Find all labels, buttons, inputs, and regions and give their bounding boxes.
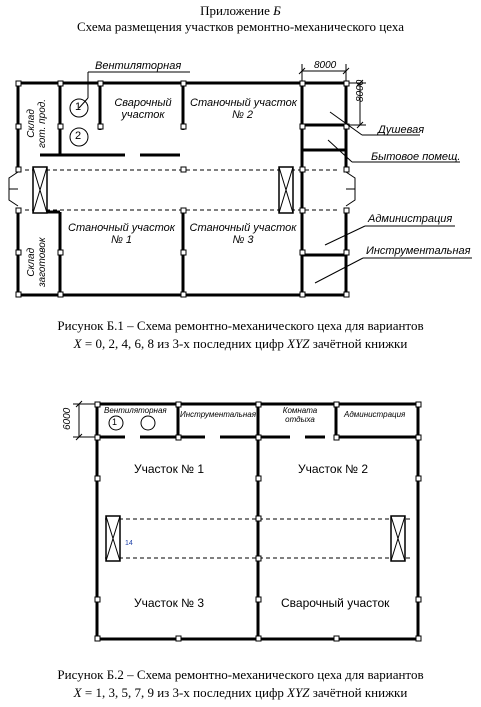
fig1-label-administration: Администрация <box>368 213 453 225</box>
fig2-label-circle-1: 1 <box>112 417 118 427</box>
fig1-warehouse-finished-line1: Склад <box>26 109 37 138</box>
fig2-label-section3: Участок № 3 <box>134 596 205 610</box>
fig1-lathe2-line1: Станочный участок <box>190 97 297 109</box>
fig1-label-warehouse-finished: Склад гот. прод. <box>26 99 48 148</box>
fig1-label-lathe3: Станочный участок № 3 <box>188 222 298 246</box>
fig1-label-lathe1: Станочный участок № 1 <box>64 222 179 246</box>
fig1-label-welding: Сварочный участок <box>108 97 178 121</box>
fig2-label-section2: Участок № 2 <box>298 462 369 476</box>
fig1-label-household: Бытовое помещ. <box>371 151 461 163</box>
fig1-crane-left <box>32 166 48 214</box>
fig2-columns <box>94 401 422 642</box>
fig2-label-section1: Участок № 1 <box>134 462 205 476</box>
fig1-lathe1-line1: Станочный участок <box>68 222 175 234</box>
fig2-label-marker: 14 <box>125 540 133 547</box>
fig1-lathe3-line1: Станочный участок <box>189 222 297 234</box>
fig2-caption-suffix: зачётной книжки <box>309 685 408 700</box>
fig2-fan-1 <box>108 415 124 431</box>
fig2-rest-room-line2: отдыха <box>285 415 315 424</box>
fig1-caption-line2: X = 0, 2, 4, 6, 8 из 3-х последних цифр … <box>0 336 481 352</box>
fig1-label-circle-1: 1 <box>75 101 82 113</box>
fig1-warehouse-blanks-line2: заготовок <box>37 237 48 287</box>
fig1-caption-suffix: зачётной книжки <box>309 336 408 351</box>
fig1-columns <box>15 80 350 298</box>
fig2-fan-2 <box>140 415 156 431</box>
figure1-plan <box>8 64 472 298</box>
fig1-dim-vertical-label: 8000 <box>355 79 366 102</box>
fig2-caption-xyz: XYZ <box>287 685 310 700</box>
fig1-label-shower: Душевая <box>378 124 425 136</box>
fig2-crane-right <box>390 515 406 562</box>
fig2-label-ventilator: Вентиляторная <box>104 406 167 415</box>
fig2-label-welding: Сварочный участок <box>281 596 390 610</box>
appendix-title: Приложение Б <box>0 3 481 19</box>
fig2-rest-room-line1: Комната <box>282 406 318 415</box>
fig1-dim-horizontal <box>298 64 350 83</box>
appendix-letter: Б <box>273 3 281 18</box>
fig1-fan-1 <box>69 98 89 118</box>
fig1-caption-mid: = 0, 2, 4, 6, 8 из 3-х последних цифр <box>81 336 288 351</box>
fig2-crane-rails <box>105 518 410 559</box>
fig1-gate-left <box>8 171 19 207</box>
fig2-caption-line2: X = 1, 3, 5, 7, 9 из 3-х последних цифр … <box>0 685 481 701</box>
appendix-title-prefix: Приложение <box>200 3 274 18</box>
fig2-crane-left <box>105 515 121 562</box>
fig1-leader-lines <box>78 71 472 284</box>
fig1-welding-line2: участок <box>121 109 165 121</box>
fig1-dim-horizontal-label: 8000 <box>314 60 337 71</box>
fig2-label-tool-room: Инструментальная <box>180 410 256 419</box>
figure2-plan <box>73 400 422 642</box>
fig1-label-circle-2: 2 <box>75 130 82 142</box>
fig1-caption-x: X <box>73 336 82 351</box>
fig2-label-administration: Администрация <box>344 410 406 419</box>
fig1-caption-line1: Рисунок Б.1 – Схема ремонтно-механическо… <box>57 318 424 333</box>
fig1-label-lathe2: Станочный участок № 2 <box>190 97 297 121</box>
fig1-label-tool-room: Инструментальная <box>366 245 471 257</box>
fig1-label-warehouse-blanks: Склад заготовок <box>26 237 48 287</box>
fig2-dim-vertical-label: 6000 <box>62 407 73 430</box>
fig2-label-rest-room: Комната отдыха <box>270 406 330 424</box>
appendix-subtitle: Схема размещения участков ремонтно-механ… <box>77 19 404 34</box>
fig1-lathe2-line2: № 2 <box>231 109 254 121</box>
fig1-caption-xyz: XYZ <box>287 336 310 351</box>
fig1-warehouse-blanks-line1: Склад <box>26 247 37 277</box>
fig2-dim-vertical <box>73 400 97 441</box>
fig1-crane-right <box>278 166 294 214</box>
fig1-gate-right <box>345 171 356 207</box>
fig1-welding-line1: Сварочный <box>114 97 172 109</box>
fig2-caption-line1: Рисунок Б.2 – Схема ремонтно-механическо… <box>57 667 424 682</box>
fig1-warehouse-finished-line2: гот. прод. <box>37 98 48 148</box>
fig1-fan-2 <box>69 127 89 147</box>
fig2-caption-x: X <box>73 685 82 700</box>
fig2-caption-mid: = 1, 3, 5, 7, 9 из 3-х последних цифр <box>81 685 288 700</box>
fig1-lathe1-line2: № 1 <box>110 234 133 246</box>
fig1-lathe3-line2: № 3 <box>232 234 254 246</box>
fig1-dim-vertical <box>348 79 366 129</box>
fig1-label-ventilator: Вентиляторная <box>95 60 182 72</box>
